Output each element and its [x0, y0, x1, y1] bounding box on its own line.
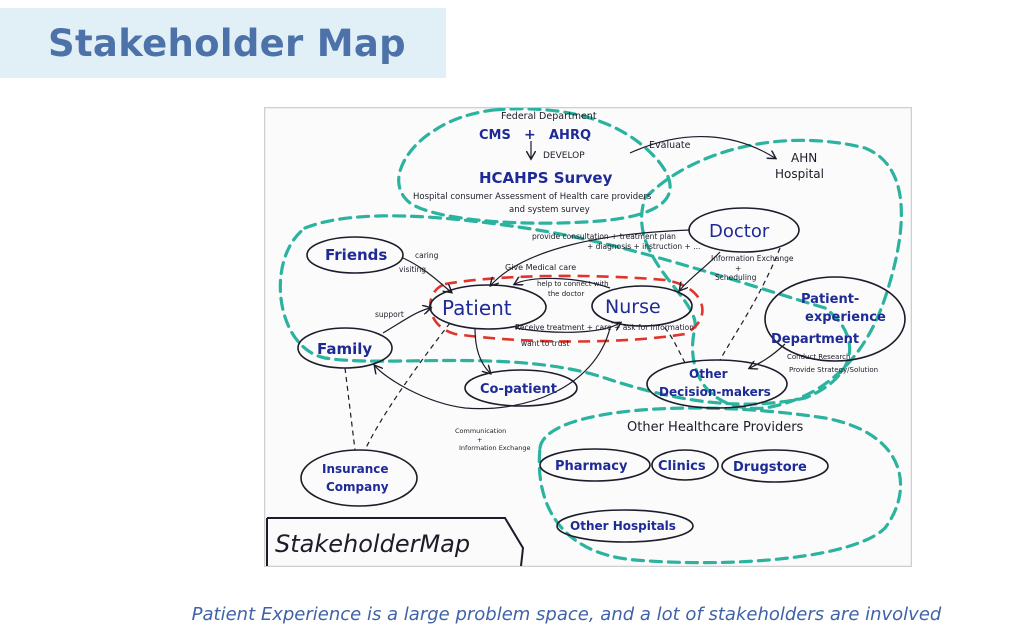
insurance-node-outline — [300, 449, 418, 507]
hcahps-description-line-1: Hospital consumer Assessment of Health c… — [413, 192, 652, 202]
ahrq-label: AHRQ — [549, 128, 591, 143]
diagnosis-label: + diagnosis + instruction + ... — [587, 242, 700, 251]
evaluate-label: Evaluate — [649, 140, 691, 151]
cms-label: CMS — [479, 128, 511, 143]
edge-doctor-nurse — [680, 251, 721, 290]
edge-doctor-patient — [491, 229, 691, 285]
drugstore-node-outline — [721, 449, 829, 483]
hcahps-survey-label: HCAHPS Survey — [479, 169, 613, 187]
odm-node-outline — [646, 359, 788, 409]
patient-nurse-outline — [429, 274, 704, 343]
edge-friends-patient — [402, 257, 451, 292]
co-patient-label: Co-patient — [480, 382, 557, 397]
provide-consultation-label: provide consultation + treatment plan — [532, 232, 676, 241]
figure-caption: Patient Experience is a large problem sp… — [191, 604, 942, 625]
friends-label: Friends — [325, 246, 387, 264]
edge-nurse-family — [375, 327, 611, 410]
develop-label: DEVELOP — [543, 151, 585, 161]
plus-label: + — [524, 127, 536, 143]
board-label-box — [266, 517, 525, 566]
info-exchange-plus: + — [735, 264, 741, 273]
receive-treatment-label: Receive treatment + care + ask for infor… — [515, 323, 694, 332]
page-title: Stakeholder Map — [48, 22, 406, 65]
provide-strategy-label: Provide Strategy/Solution — [789, 366, 878, 374]
edge-family-insurance — [344, 367, 356, 451]
edge-doctor-odm — [719, 247, 781, 361]
nurse-label: Nurse — [605, 296, 661, 318]
insurance-label-line-1: Insurance — [322, 462, 389, 476]
give-medical-care-label: Give Medical care — [505, 263, 576, 272]
co-patient-node-outline — [464, 369, 578, 407]
odm-label-line-2: Decision-makers — [659, 385, 771, 399]
conduct-research-label: Conduct Research — [787, 353, 850, 361]
insurance-label-line-2: Company — [326, 480, 389, 494]
clinics-node-outline — [651, 449, 719, 481]
board-label-text: StakeholderMap — [275, 530, 470, 558]
ped-node-outline — [764, 276, 906, 362]
family-label: Family — [317, 340, 372, 358]
ped-label-line-3: Department — [771, 332, 859, 347]
cluster-decision-outline — [640, 138, 903, 410]
doctor-label: Doctor — [709, 221, 770, 242]
edge-patient-insurance — [364, 322, 451, 451]
communication-info-exchange-label: Information Exchange — [459, 444, 530, 452]
other-providers-label: Other Healthcare Providers — [627, 420, 804, 435]
odm-label-line-1: Other — [689, 367, 728, 381]
stakeholder-map-photo: Federal Department CMS + AHRQ DEVELOP HC… — [264, 107, 912, 567]
edge-ped-odm — [750, 343, 786, 368]
ahn-label: AHN — [791, 151, 817, 165]
patient-label: Patient — [442, 296, 512, 320]
pharmacy-label: Pharmacy — [555, 459, 628, 474]
ped-label-line-2: experience — [805, 310, 886, 325]
help-connect-label-2: the doctor — [548, 290, 584, 298]
pharmacy-node-outline — [539, 448, 651, 482]
federal-department-label: Federal Department — [501, 111, 597, 122]
edge-family-patient — [382, 308, 430, 334]
scheduling-label: Scheduling — [715, 273, 757, 282]
drugstore-label: Drugstore — [733, 460, 807, 475]
hcahps-description-line-2: and system survey — [509, 205, 590, 215]
support-label: support — [375, 310, 404, 319]
help-connect-label-1: help to connect with — [537, 280, 609, 288]
want-to-trust-label: want to trust — [521, 339, 569, 348]
other-hospitals-node-outline — [556, 509, 694, 543]
friends-node-outline — [306, 236, 404, 274]
visiting-label: visiting — [399, 265, 426, 274]
communication-label: Communication — [455, 427, 506, 435]
cluster-care-outline — [278, 214, 852, 406]
caring-label: caring — [415, 251, 439, 260]
cluster-federal-outline — [397, 108, 672, 225]
cluster-providers-outline — [537, 406, 903, 565]
title-banner: Stakeholder Map — [0, 8, 446, 78]
communication-plus: + — [477, 436, 482, 444]
stakeholder-map-diagram: Federal Department CMS + AHRQ DEVELOP HC… — [266, 108, 906, 566]
edge-patient-copatient — [474, 328, 490, 373]
edge-evaluate — [629, 135, 775, 158]
nurse-node-outline — [591, 285, 693, 327]
other-hospitals-label: Other Hospitals — [570, 519, 676, 533]
edge-patient-nurse — [514, 323, 620, 333]
clinics-label: Clinics — [658, 459, 706, 474]
edge-nurse-patient — [515, 278, 611, 289]
ped-label-line-1: Patient- — [801, 292, 859, 307]
info-exchange-label: Information Exchange — [711, 254, 794, 263]
hospital-label: Hospital — [775, 167, 824, 181]
edge-odm-nurse — [662, 325, 686, 364]
